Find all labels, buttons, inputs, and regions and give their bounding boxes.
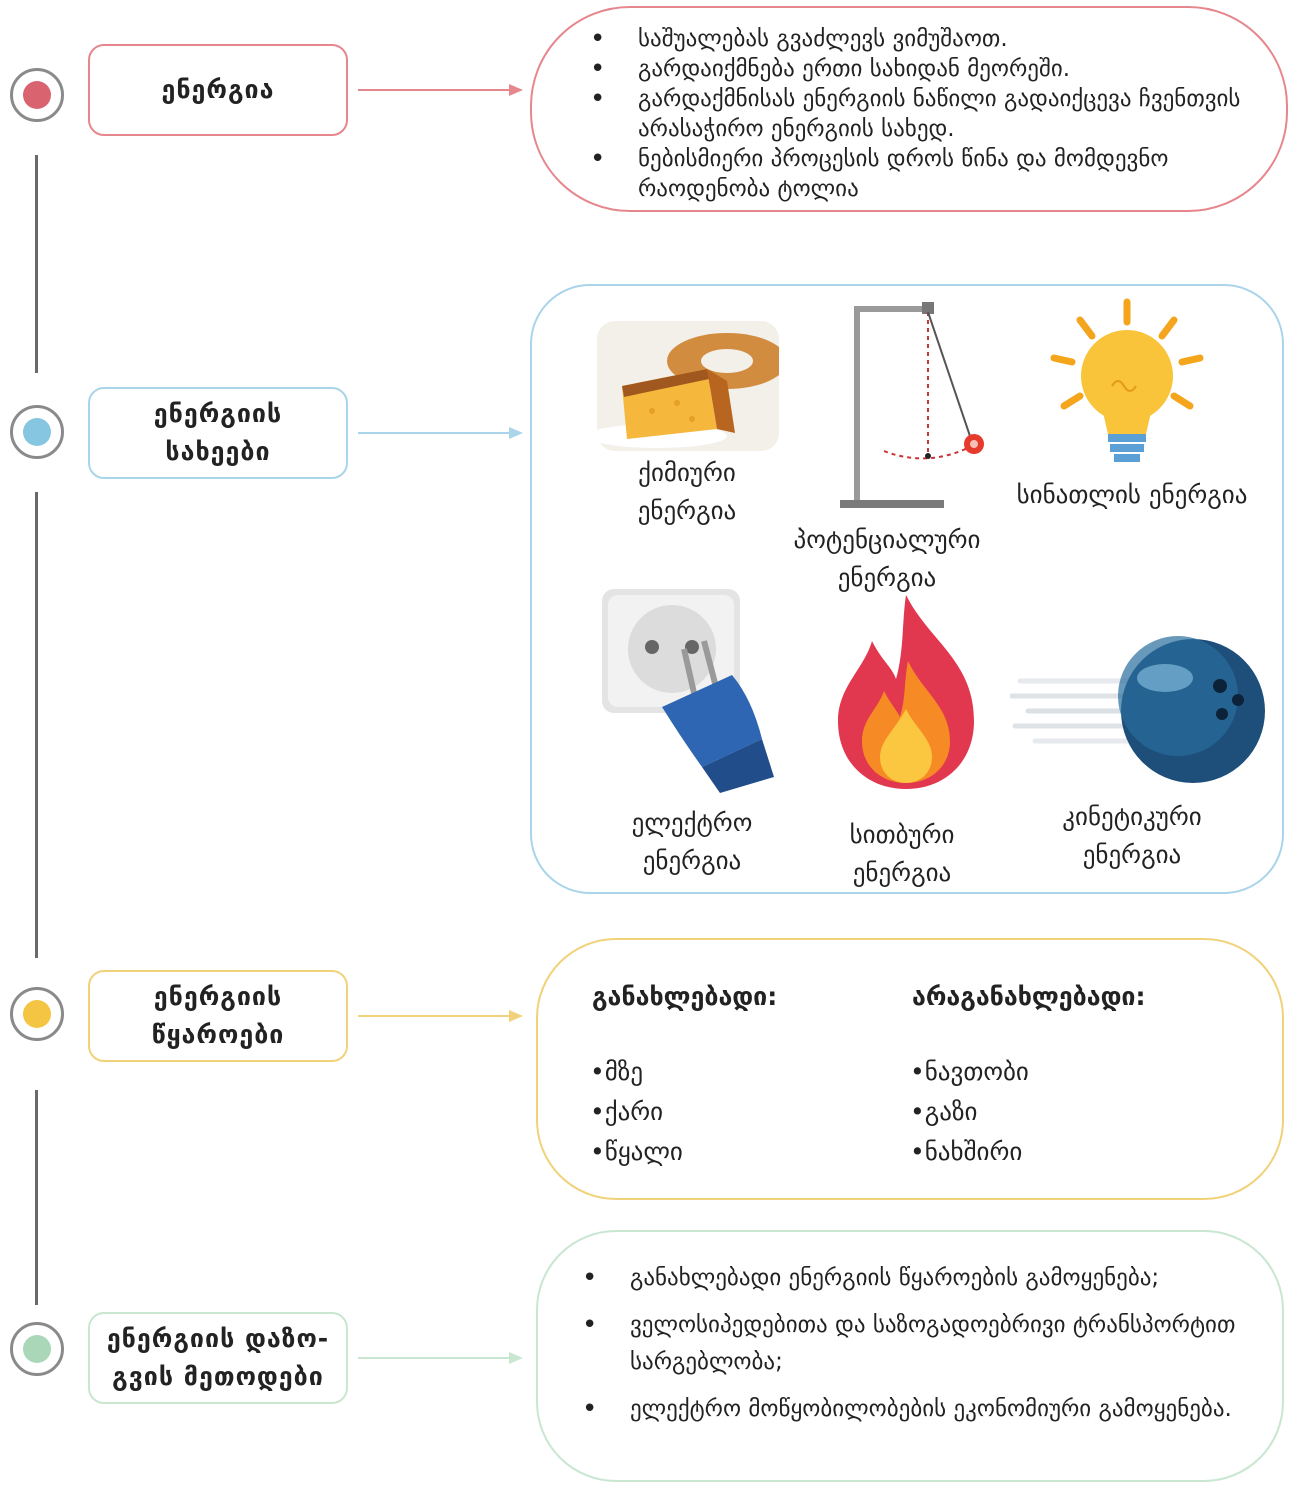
caption-potential-line1: პოტენციალური	[793, 525, 981, 554]
energy-sources-bubble: განახლებადი: არაგანახლებადი: მზე ქარი წყ…	[536, 938, 1284, 1200]
arrow-energy	[358, 84, 523, 96]
caption-kinetic-line2: ენერგია	[1082, 840, 1182, 869]
energy-bullet-1: საშუალებას გვაძლევს ვიმუშაოთ.	[590, 24, 1260, 54]
label-energy: ენერგია	[88, 44, 348, 136]
caption-electric-line2: ენერგია	[642, 846, 742, 875]
timeline-node-sources	[10, 987, 64, 1041]
flame-icon	[838, 595, 974, 789]
caption-light: სინათლის ენერგია	[987, 476, 1277, 514]
caption-thermal: სითბური ენერგია	[797, 816, 1007, 892]
label-types-line2: სახეები	[165, 437, 271, 466]
label-energy-saving: ენერგიის დაზო- გვის მეთოდები	[88, 1312, 348, 1404]
energy-bullet-3: გარდაქმნისას ენერგიის ნაწილი გადაიქცევა …	[590, 84, 1260, 144]
timeline-node-energy	[10, 68, 64, 122]
label-sources-line1: ენერგიის	[153, 982, 283, 1011]
renewable-item-1: მზე	[590, 1052, 683, 1092]
node-dot-red	[23, 81, 51, 109]
renewable-item-2: ქარი	[590, 1092, 683, 1132]
nonrenewable-item-3: ნახშირი	[910, 1132, 1029, 1172]
arrow-saving	[358, 1352, 523, 1364]
renewable-list: მზე ქარი წყალი	[590, 1052, 683, 1172]
power-plug-icon	[602, 589, 774, 793]
nonrenewable-item-1: ნავთობი	[910, 1052, 1029, 1092]
caption-electric: ელექტრო ენერგია	[587, 804, 797, 880]
saving-bullet-2: ველოსიპედებითა და საზოგადოებრივი ტრანსპო…	[582, 1307, 1262, 1381]
label-energy-types: ენერგიის სახეები	[88, 387, 348, 479]
caption-chemical-line1: ქიმიური	[638, 458, 736, 487]
energy-types-bubble: ქიმიური ენერგია პოტენციალური ენერგია სინ…	[530, 284, 1284, 894]
nonrenewable-item-2: გაზი	[910, 1092, 1029, 1132]
saving-bullet-list: განახლებადი ენერგიის წყაროების გამოყენებ…	[582, 1260, 1262, 1428]
energy-saving-bubble: განახლებადი ენერგიის წყაროების გამოყენებ…	[536, 1230, 1284, 1482]
energy-description-bubble: საშუალებას გვაძლევს ვიმუშაოთ. გარდაიქმნე…	[530, 6, 1288, 212]
label-energy-sources: ენერგიის წყაროები	[88, 970, 348, 1062]
label-energy-text: ენერგია	[161, 75, 275, 104]
arrow-sources	[358, 1010, 523, 1022]
timeline-segment-3	[35, 1090, 38, 1305]
node-dot-green	[23, 1335, 51, 1363]
caption-thermal-line2: ენერგია	[852, 858, 952, 887]
caption-chemical-line2: ენერგია	[637, 496, 737, 525]
light-bulb-icon	[1050, 298, 1204, 462]
arrow-types	[358, 427, 523, 439]
nonrenewable-list: ნავთობი გაზი ნახშირი	[910, 1052, 1029, 1172]
timeline-node-types	[10, 405, 64, 459]
label-types-line1: ენერგიის	[153, 399, 283, 428]
caption-kinetic: კინეტიკური ენერგია	[1022, 798, 1242, 874]
label-saving-line1: ენერგიის დაზო-	[106, 1324, 330, 1353]
timeline-segment-1	[35, 155, 38, 373]
renewable-item-3: წყალი	[590, 1132, 683, 1172]
energy-bullet-2: გარდაიქმნება ერთი სახიდან მეორეში.	[590, 54, 1260, 84]
caption-potential-line2: ენერგია	[837, 563, 937, 592]
caption-light-line1: სინათლის ენერგია	[1016, 480, 1248, 509]
node-dot-yellow	[23, 1000, 51, 1028]
caption-electric-line1: ელექტრო	[631, 808, 753, 837]
caption-kinetic-line1: კინეტიკური	[1062, 802, 1202, 831]
label-saving-line2: გვის მეთოდები	[112, 1362, 324, 1391]
bowling-ball-icon	[1010, 636, 1265, 783]
timeline-node-saving	[10, 1322, 64, 1376]
caption-potential: პოტენციალური ენერგია	[762, 521, 1012, 597]
caption-thermal-line1: სითბური	[849, 820, 955, 849]
energy-bullet-list: საშუალებას გვაძლევს ვიმუშაოთ. გარდაიქმნე…	[590, 24, 1260, 204]
nonrenewable-heading: არაგანახლებადი:	[912, 982, 1146, 1011]
renewable-heading: განახლებადი:	[592, 982, 778, 1011]
node-dot-blue	[23, 418, 51, 446]
label-sources-line2: წყაროები	[151, 1020, 285, 1049]
caption-chemical: ქიმიური ენერგია	[582, 454, 792, 530]
timeline-segment-2	[35, 492, 38, 958]
cake-icon	[597, 321, 779, 451]
energy-bullet-4: ნებისმიერი პროცესის დროს წინა და მომდევნ…	[590, 144, 1260, 204]
saving-bullet-1: განახლებადი ენერგიის წყაროების გამოყენებ…	[582, 1260, 1262, 1297]
saving-bullet-3: ელექტრო მოწყობილობების ეკონომიური გამოყე…	[582, 1391, 1262, 1428]
pendulum-icon	[840, 302, 984, 508]
